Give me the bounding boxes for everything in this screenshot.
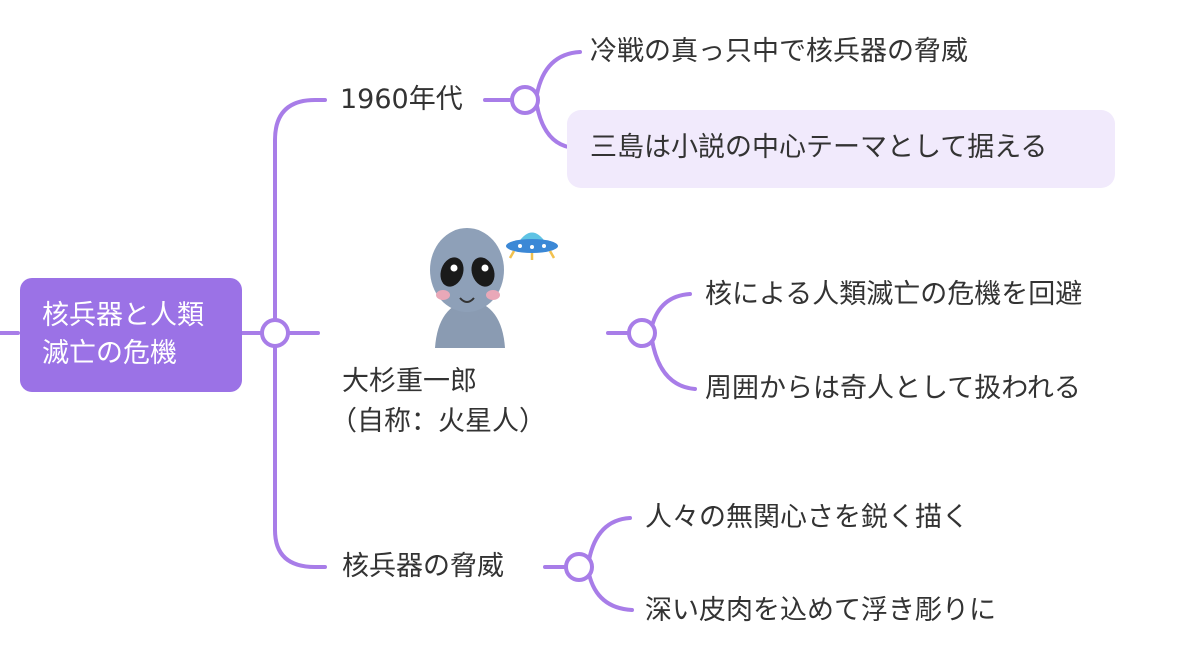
leaf-cold-war[interactable]: 冷戦の真っ只中で核兵器の脅威 (590, 36, 968, 67)
leaf-highlight-box (567, 110, 1115, 188)
connector-b3-up (587, 516, 632, 562)
connector-b3-down (587, 572, 634, 612)
connector-trunk-bottom (273, 344, 327, 569)
connector-b2-down (650, 338, 697, 391)
junction-b2 (627, 318, 657, 348)
leaf-indifference[interactable]: 人々の無関心さを鋭く描く (645, 502, 969, 533)
connector-b1-up (535, 50, 582, 96)
branch-nuclear-threat[interactable]: 核兵器の脅威 (342, 551, 504, 582)
junction-b1 (510, 85, 540, 115)
root-line-1: 核兵器と人類 (42, 300, 204, 331)
root-node[interactable]: 核兵器と人類 滅亡の危機 (20, 278, 242, 392)
leaf-eccentric[interactable]: 周囲からは奇人として扱われる (705, 373, 1081, 404)
leaf-irony[interactable]: 深い皮肉を込めて浮き彫りに (645, 595, 996, 626)
root-line-2: 滅亡の危機 (42, 338, 177, 369)
junction-b3 (564, 552, 594, 582)
branch-oosugi-line2[interactable]: （自称：火星人） (330, 406, 546, 437)
ufo-icon (506, 232, 558, 260)
branch-oosugi-line1[interactable]: 大杉重一郎 (342, 366, 477, 397)
leaf-mishima-theme[interactable]: 三島は小説の中心テーマとして据える (590, 132, 1048, 163)
alien-illustration (430, 228, 505, 348)
branch-1960s[interactable]: 1960年代 (340, 84, 463, 115)
junction-root (260, 318, 290, 348)
connector-trunk-top (273, 98, 327, 324)
connector-b2-up (650, 292, 692, 328)
leaf-avoid-crisis[interactable]: 核による人類滅亡の危機を回避 (705, 279, 1083, 310)
